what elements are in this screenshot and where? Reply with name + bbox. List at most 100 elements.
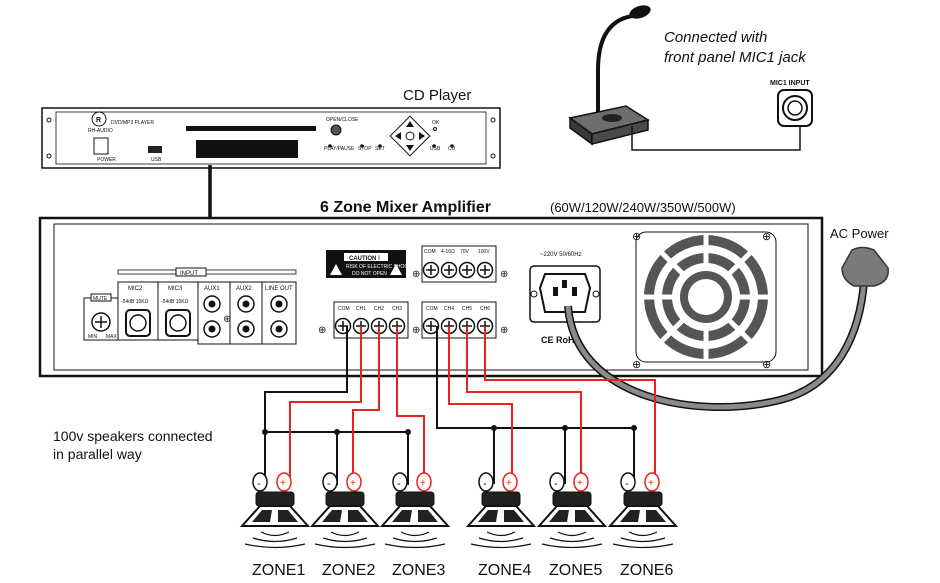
zone-speaker-6: - + ZONE6 bbox=[607, 472, 679, 579]
svg-text:⊕: ⊕ bbox=[762, 359, 771, 371]
zone-speaker-1: - + ZONE1 bbox=[239, 472, 311, 579]
line-out-label: LINE OUT bbox=[265, 286, 293, 292]
svg-text:R: R bbox=[96, 117, 101, 124]
caution-title: CAUTION ! bbox=[349, 256, 380, 262]
mic3-spec: -54dB 10KΩ bbox=[161, 299, 189, 305]
aux1-label: AUX1 bbox=[204, 286, 220, 292]
mute-label: MUTE bbox=[93, 296, 108, 302]
mic2-label: MIC2 bbox=[128, 286, 143, 292]
ch2-label: CH2 bbox=[374, 306, 384, 312]
output-70v-label: 70V bbox=[460, 249, 470, 255]
terminal-minus: - bbox=[554, 478, 558, 490]
terminal-plus: + bbox=[577, 478, 583, 489]
amplifier-power-ratings: (60W/120W/240W/350W/500W) bbox=[550, 200, 736, 215]
mic1-input-jack: MIC1 INPUT bbox=[770, 80, 813, 127]
zone-label: ZONE2 bbox=[322, 562, 375, 578]
zone-label: ZONE1 bbox=[252, 562, 305, 578]
cd-player-title: CD Player bbox=[403, 87, 471, 104]
left-com-label: COM bbox=[338, 306, 350, 312]
mic2-spec: -54dB 10KΩ bbox=[121, 299, 149, 305]
cd-model: DVD/MP3 PLAYER bbox=[111, 120, 154, 126]
screw-terminal bbox=[422, 261, 440, 279]
mic2-input: MIC2 -54dB 10KΩ bbox=[117, 281, 159, 341]
caution-text: RISK OF ELECTRIC SHOCK bbox=[346, 264, 412, 270]
zone-label: ZONE3 bbox=[392, 562, 445, 578]
mic-note-line1: Connected with bbox=[664, 29, 767, 46]
zone-speaker-3: - + ZONE3 bbox=[379, 472, 451, 579]
junction-dot bbox=[491, 425, 497, 431]
aux1-input: AUX1 bbox=[197, 281, 231, 345]
zone-label: ZONE6 bbox=[620, 562, 673, 578]
junction-dot bbox=[562, 425, 568, 431]
svg-text:⊕: ⊕ bbox=[412, 325, 420, 336]
screw-terminal bbox=[440, 261, 458, 279]
cd-navigation-pad bbox=[389, 115, 431, 157]
ch4-label: CH4 bbox=[444, 306, 454, 312]
screw-terminal bbox=[422, 317, 440, 335]
speaker-note-line2: in parallel way bbox=[53, 446, 142, 462]
screw-terminal bbox=[476, 261, 494, 279]
cd-open-close: OPEN/CLOSE bbox=[326, 117, 359, 123]
cd-player: R RH-AUDIO DVD/MP3 PLAYER POWER USB OPEN… bbox=[41, 107, 501, 169]
zone-label: ZONE4 bbox=[478, 562, 531, 578]
terminal-minus: - bbox=[257, 478, 261, 490]
cd-btn-play: PLAY/PAUSE bbox=[324, 146, 355, 152]
terminal-plus: + bbox=[506, 478, 512, 489]
cd-btn-usb: USB bbox=[430, 146, 441, 152]
ch5-wire bbox=[466, 326, 582, 486]
ac-power-label: AC Power bbox=[830, 226, 889, 241]
mains-voltage-label: ~220V 50/60Hz bbox=[540, 252, 582, 258]
mixer-amplifier: INPUT MUTE MIN MAX MIC2 -54dB 10KΩ MIC3 … bbox=[38, 216, 824, 378]
output-416-label: 4-16Ω bbox=[441, 249, 455, 255]
terminal-plus: + bbox=[648, 478, 654, 489]
terminal-minus: - bbox=[397, 478, 401, 490]
ch6-label: CH6 bbox=[480, 306, 490, 312]
mains-inlet bbox=[529, 265, 601, 323]
caution-label: CAUTION ! RISK OF ELECTRIC SHOCK DO NOT … bbox=[326, 250, 412, 278]
junction-dot bbox=[405, 429, 411, 435]
ch2-wire bbox=[352, 326, 380, 486]
speaker-note-line1: 100v speakers connected bbox=[53, 428, 213, 444]
ch1-label: CH1 bbox=[356, 306, 366, 312]
cd-btn-stop: STOP bbox=[358, 146, 372, 152]
input-group-label: INPUT bbox=[180, 271, 198, 277]
terminal-plus: + bbox=[420, 478, 426, 489]
ch4-wire bbox=[448, 326, 513, 486]
svg-text:⊕: ⊕ bbox=[632, 359, 641, 371]
aux2-input: AUX2 bbox=[229, 281, 263, 345]
ch6-wire bbox=[484, 326, 656, 486]
svg-text:⊕: ⊕ bbox=[318, 325, 326, 336]
mic-note-line2: front panel MIC1 jack bbox=[664, 49, 807, 66]
screw-terminal bbox=[458, 261, 476, 279]
terminal-plus: + bbox=[350, 478, 356, 489]
ch3-wire bbox=[396, 326, 425, 486]
junction-dot bbox=[262, 429, 268, 435]
mic-cable bbox=[631, 126, 801, 151]
cooling-fan bbox=[635, 231, 777, 363]
cd-btn-set: SET bbox=[375, 146, 385, 152]
junction-dot bbox=[631, 425, 637, 431]
com-bus-left bbox=[264, 326, 408, 433]
cd-power-label: POWER bbox=[97, 157, 116, 163]
mic1-input-label: MIC1 INPUT bbox=[770, 80, 810, 87]
svg-text:⊕: ⊕ bbox=[632, 231, 641, 243]
ch1-wire bbox=[289, 326, 362, 486]
svg-text:⊕: ⊕ bbox=[412, 269, 420, 280]
cert-label: CE RoHS bbox=[541, 335, 581, 345]
aux2-label: AUX2 bbox=[236, 286, 252, 292]
ch3-label: CH3 bbox=[392, 306, 402, 312]
microphone bbox=[568, 5, 651, 146]
zone-speaker-5: -+ZONE5 bbox=[536, 472, 608, 579]
terminal-plus: + bbox=[280, 478, 286, 489]
svg-text:⊕: ⊕ bbox=[223, 314, 231, 325]
cd-btn-cd: CD bbox=[448, 146, 456, 152]
min-label: MIN bbox=[88, 334, 98, 340]
terminal-minus: - bbox=[625, 478, 629, 490]
output-100v-label: 100V bbox=[478, 249, 490, 255]
cd-usb-label: USB bbox=[151, 157, 162, 163]
right-com-label: COM bbox=[426, 306, 438, 312]
line-out: LINE OUT bbox=[261, 281, 297, 345]
com-bus-right bbox=[436, 326, 634, 429]
